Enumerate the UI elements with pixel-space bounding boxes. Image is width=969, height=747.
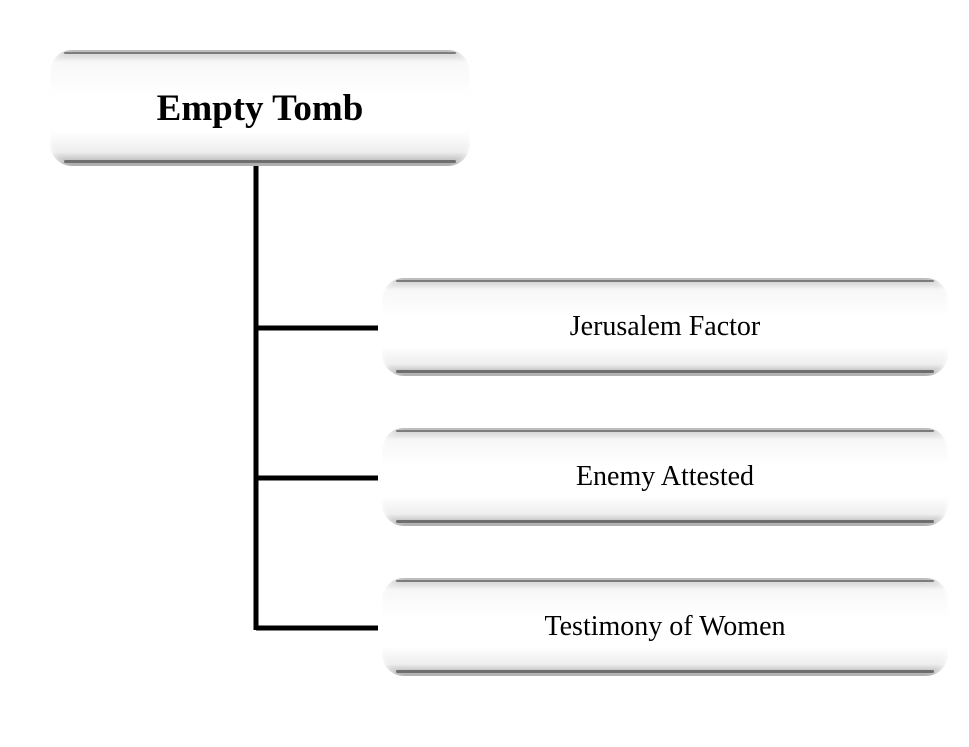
child-node-label: Testimony of Women bbox=[544, 611, 786, 642]
root-node-label: Empty Tomb bbox=[156, 87, 364, 129]
child-node-label: Jerusalem Factor bbox=[569, 311, 761, 342]
child-node-enemy-attested: Enemy Attested bbox=[382, 428, 948, 526]
child-node-jerusalem-factor: Jerusalem Factor bbox=[382, 278, 948, 376]
child-node-testimony-of-women: Testimony of Women bbox=[382, 578, 948, 676]
child-node-label: Enemy Attested bbox=[575, 461, 755, 492]
root-node: Empty Tomb bbox=[50, 50, 470, 166]
